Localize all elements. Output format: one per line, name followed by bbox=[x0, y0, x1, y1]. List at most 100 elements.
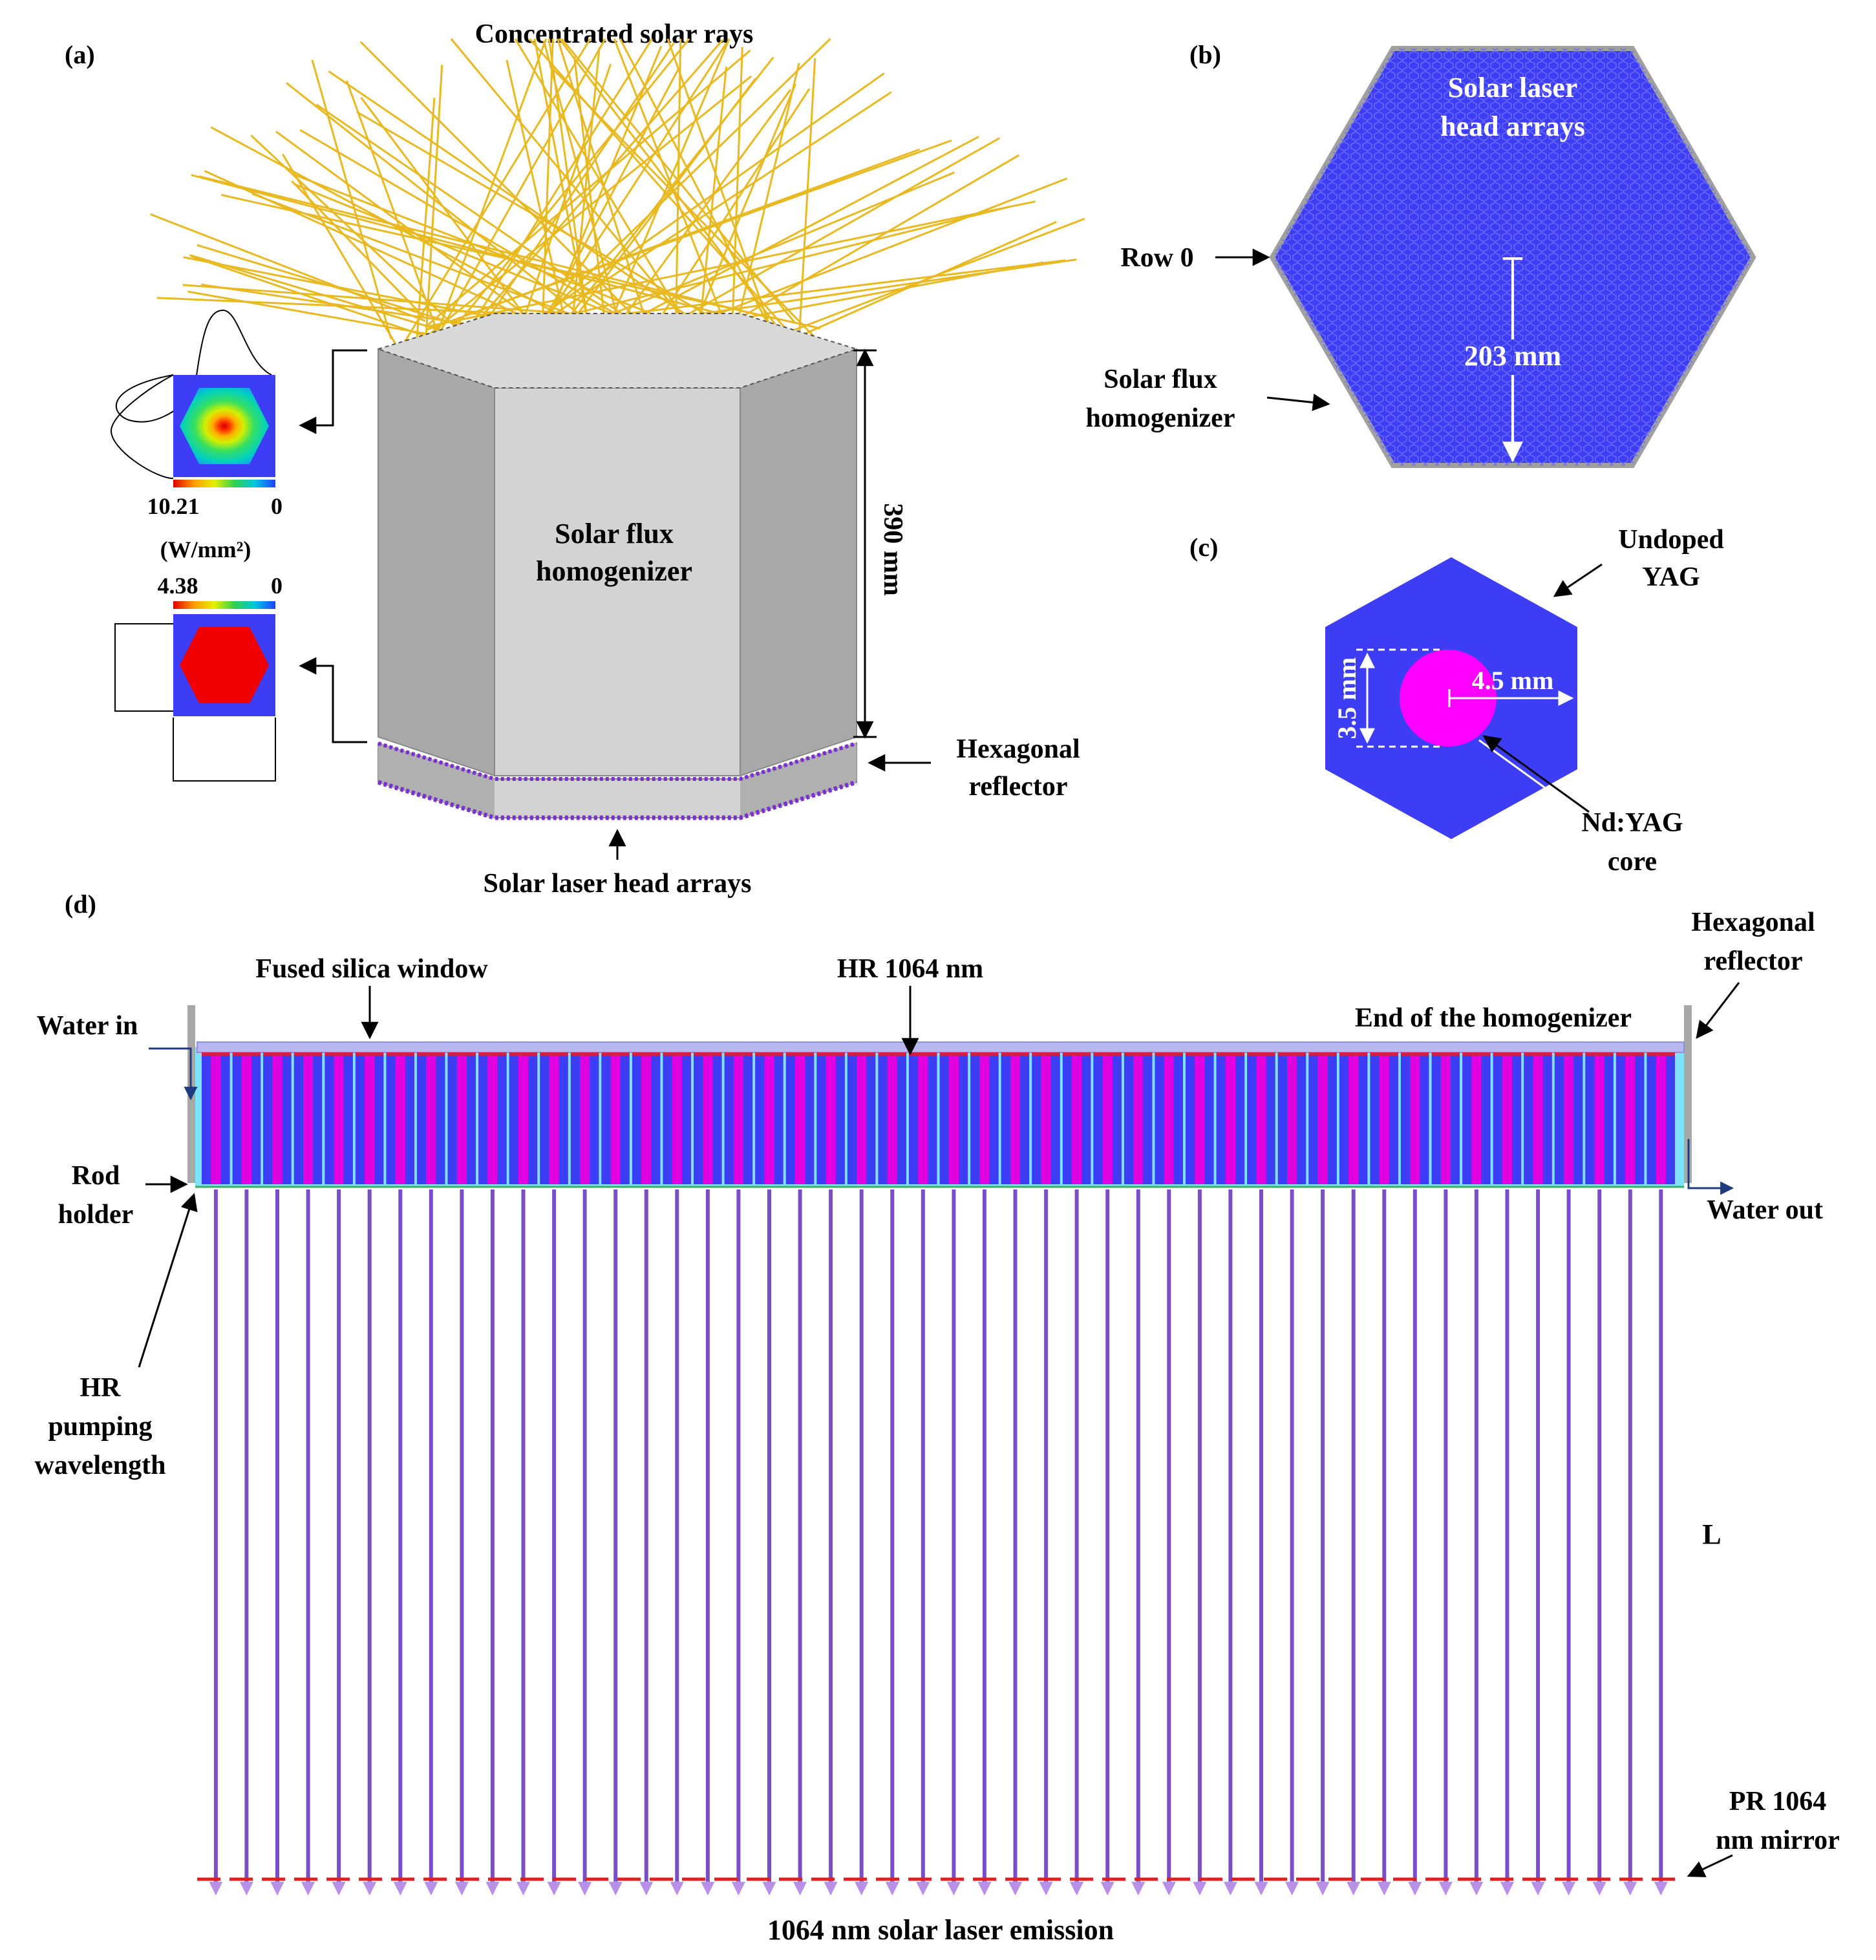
panel-c: 3.5 mm 4.5 mm Undoped YAG Nd:YAG core bbox=[1325, 525, 1724, 877]
arrays-label: Solar laser head arrays bbox=[484, 869, 752, 899]
hex-reflector-d-line2: reflector bbox=[1703, 946, 1802, 976]
rod-array-upper-dots bbox=[378, 741, 857, 781]
hr-1064-coating bbox=[1124, 1052, 1153, 1056]
hr-1064-coating bbox=[263, 1052, 292, 1056]
hr-1064-coating bbox=[847, 1052, 876, 1056]
nd-yag-core-rod bbox=[1164, 1055, 1174, 1184]
top-scale-min: 0 bbox=[271, 493, 282, 519]
homogenizer-label-line2: homogenizer bbox=[536, 555, 692, 587]
hr-1064-coating bbox=[1370, 1052, 1398, 1056]
core-label-line2: core bbox=[1608, 847, 1657, 877]
reflector-left-face bbox=[378, 743, 495, 818]
nd-yag-core-rod bbox=[1440, 1055, 1451, 1184]
rod-holder-line2: holder bbox=[58, 1200, 134, 1230]
concentrated-rays-label: Concentrated solar rays bbox=[475, 19, 754, 49]
solar-ray bbox=[359, 41, 660, 342]
panel-label-a: (a) bbox=[65, 40, 95, 69]
nd-yag-core-rod bbox=[1502, 1055, 1513, 1184]
hr-1064-coating bbox=[755, 1052, 783, 1056]
nd-yag-core-rod bbox=[1133, 1055, 1144, 1184]
hr-1064-coating bbox=[202, 1052, 230, 1056]
hr-1064-coating bbox=[478, 1052, 507, 1056]
end-homogenizer-label: End of the homogenizer bbox=[1355, 1003, 1632, 1033]
hr-pump-arrow bbox=[138, 1193, 198, 1368]
core-arrow bbox=[1482, 735, 1590, 813]
arrays-label-line2: head arrays bbox=[1440, 111, 1585, 142]
hr-1064-coating bbox=[1431, 1052, 1460, 1056]
solar-ray bbox=[423, 65, 443, 374]
bottom-profile-horizontal bbox=[173, 718, 276, 782]
hr-1064-coating bbox=[694, 1052, 722, 1056]
pr-mirror-line1: PR 1064 bbox=[1729, 1787, 1827, 1816]
nd-yag-core-rod bbox=[1225, 1055, 1235, 1184]
top-scale-max: 10.21 bbox=[147, 493, 200, 519]
nd-yag-core-rod bbox=[1256, 1055, 1266, 1184]
bottom-scale-bar bbox=[173, 601, 275, 609]
hr-1064-coating bbox=[1186, 1052, 1214, 1056]
nd-yag-core-rod bbox=[918, 1055, 928, 1184]
hr-1064-coating bbox=[1615, 1052, 1645, 1056]
nd-yag-core-rod bbox=[826, 1055, 836, 1184]
nd-yag-core-rod bbox=[733, 1055, 743, 1184]
hr-1064-coating bbox=[1524, 1052, 1552, 1056]
hr-1064-coating bbox=[416, 1052, 445, 1056]
solar-ray bbox=[528, 38, 824, 372]
hr-1064-coating bbox=[232, 1052, 261, 1056]
nd-yag-core-rod bbox=[211, 1055, 221, 1184]
nd-yag-core-rod bbox=[979, 1055, 990, 1184]
solar-ray bbox=[693, 83, 796, 328]
nd-yag-core-rod bbox=[857, 1055, 867, 1184]
solar-ray bbox=[674, 38, 682, 368]
hr-1064-coating bbox=[293, 1052, 323, 1056]
nd-yag-core-rod bbox=[1410, 1055, 1420, 1184]
nd-yag-core-rod bbox=[672, 1055, 682, 1184]
nd-yag-core-rod bbox=[1102, 1055, 1113, 1184]
nd-yag-core-rod bbox=[1533, 1055, 1543, 1184]
top-flux-map: 10.21 0 (W/mm²) bbox=[110, 309, 282, 562]
pr-mirror-arrow bbox=[1687, 1854, 1733, 1877]
arrays-label-line1: Solar laser bbox=[1448, 72, 1578, 103]
hr-1064-coating bbox=[724, 1052, 753, 1056]
nd-yag-core-rod bbox=[1379, 1055, 1389, 1184]
nd-yag-core-rod bbox=[456, 1055, 467, 1184]
hr-pump-line3: wavelength bbox=[35, 1451, 166, 1480]
water-in-label: Water in bbox=[37, 1011, 138, 1041]
nd-yag-core-rod bbox=[1594, 1055, 1604, 1184]
laser-beams bbox=[209, 1189, 1668, 1896]
solar-ray bbox=[508, 72, 885, 340]
nd-yag-core-rod bbox=[610, 1055, 621, 1184]
nd-yag-core-rod bbox=[795, 1055, 805, 1184]
hr-pump-line2: pumping bbox=[48, 1412, 152, 1442]
solar-ray bbox=[315, 103, 646, 331]
solar-ray bbox=[250, 134, 495, 363]
hr-1064-coating bbox=[325, 1052, 353, 1056]
hr-1064-coating bbox=[1001, 1052, 1030, 1056]
homogenizer-b-line2: homogenizer bbox=[1086, 403, 1235, 433]
hr-1064-coating bbox=[632, 1052, 661, 1056]
undoped-arrow bbox=[1553, 563, 1603, 597]
nd-yag-core-rod bbox=[764, 1055, 774, 1184]
solar-ray bbox=[491, 91, 892, 356]
nd-yag-core-rod bbox=[580, 1055, 590, 1184]
solar-ray bbox=[609, 38, 730, 323]
nd-yag-core-rod bbox=[1317, 1055, 1328, 1184]
solar-ray bbox=[695, 67, 728, 361]
window-label: Fused silica window bbox=[255, 954, 488, 984]
nd-yag-core-rod bbox=[641, 1055, 652, 1184]
hr-1064-coating bbox=[1062, 1052, 1091, 1056]
bottom-map-hexagon bbox=[180, 627, 269, 703]
panel-label-d: (d) bbox=[65, 889, 96, 919]
core-height-dim-label: 3.5 mm bbox=[1332, 657, 1361, 740]
undoped-label-line2: YAG bbox=[1642, 562, 1700, 592]
bottom-flux-map: 4.38 0 bbox=[114, 573, 282, 782]
solar-ray bbox=[426, 200, 1036, 328]
hr-1064-coating bbox=[785, 1052, 815, 1056]
reflector-right-face bbox=[740, 743, 857, 818]
nd-yag-core-rod bbox=[1348, 1055, 1359, 1184]
solar-ray bbox=[291, 180, 426, 319]
hr-1064-coating bbox=[1493, 1052, 1522, 1056]
solar-ray bbox=[198, 175, 774, 320]
hr-1064-coating bbox=[1585, 1052, 1614, 1056]
top-scale-bar bbox=[173, 480, 275, 487]
flux-unit-label: (W/mm²) bbox=[160, 537, 251, 562]
